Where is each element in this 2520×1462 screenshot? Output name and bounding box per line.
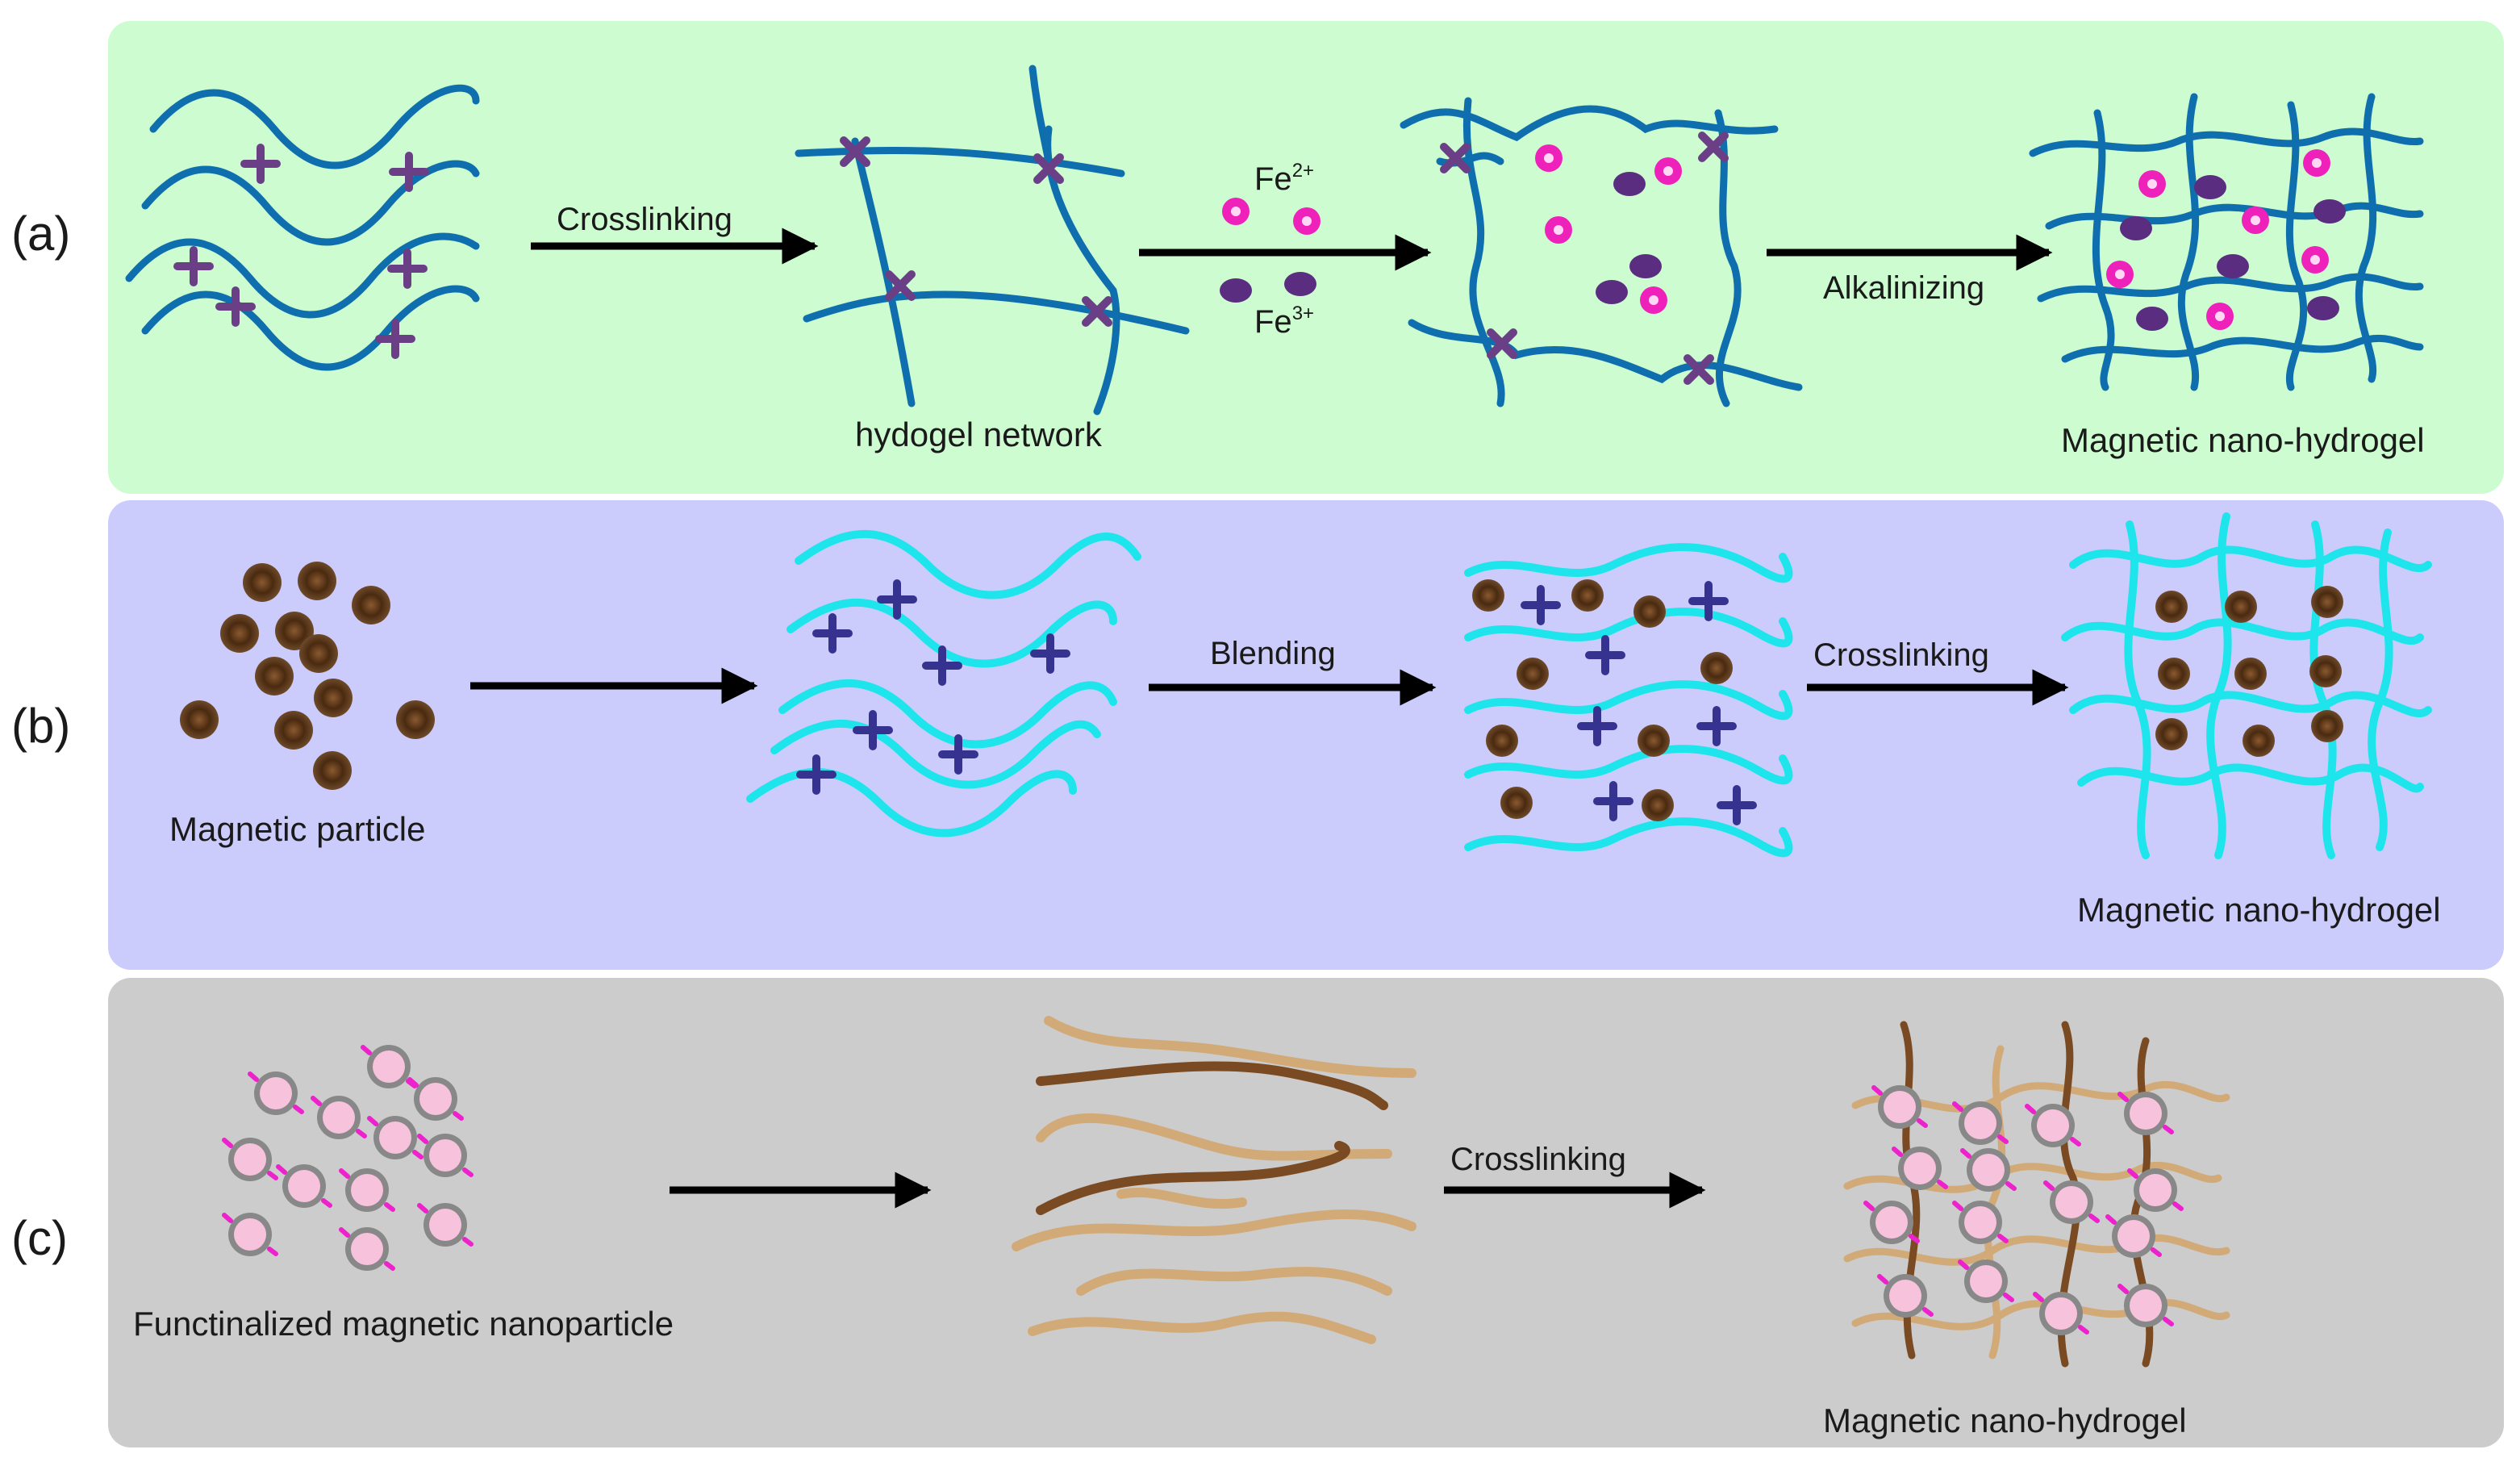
step-b3-label: Crosslinking: [1813, 637, 1989, 673]
particle-c-caption: Functinalized magnetic nanoparticle: [133, 1305, 674, 1343]
cross-icon: [1683, 354, 1714, 385]
plus-icon: [215, 286, 256, 327]
plus-icon: [796, 754, 837, 795]
panel-a-linear-chains: [125, 84, 480, 371]
particle-icon: [298, 562, 336, 600]
particle-icon: [220, 614, 259, 653]
panel-b-blended-chains: [1464, 543, 1793, 858]
plus-icon: [387, 249, 428, 289]
functionalized-particle: [345, 1227, 389, 1271]
cross-icon: [1698, 132, 1729, 162]
functionalized-particle: [228, 1213, 272, 1256]
plus-icon: [938, 734, 978, 775]
ion-fe3-label: Fe3+: [1254, 303, 1314, 340]
panel-a-letter: (a): [11, 207, 70, 261]
particle-icon: [299, 634, 338, 673]
step-a1-label: Crosslinking: [557, 202, 732, 237]
panel-b-magnetic-hydrogel: [2061, 512, 2432, 859]
particle-icon: [352, 586, 390, 624]
panel-a-magnetic-hydrogel-ions: [2106, 149, 2346, 331]
functionalized-particle: [414, 1077, 457, 1121]
particle-icon: [313, 751, 352, 790]
plus-icon: [1577, 706, 1617, 746]
particle-icon: [314, 679, 353, 717]
particle-icon: [274, 711, 313, 750]
particle-icon: [396, 700, 435, 739]
network-caption: hydogel network: [855, 416, 1103, 453]
particle-b-caption: Magnetic particle: [169, 810, 425, 848]
panel-a-free-ions: [1535, 144, 1682, 314]
particle-icon: [255, 657, 294, 695]
plus-icon: [389, 152, 429, 192]
panel-a-network-crosslinks: [1440, 132, 1729, 385]
functionalized-particle: [254, 1071, 298, 1115]
ion-fe2-label: Fe2+: [1254, 160, 1314, 197]
functionalized-particle: [317, 1096, 361, 1139]
panel-c-polymer-chains: [1012, 1016, 1416, 1344]
plus-icon: [922, 645, 962, 686]
panel-b-plus-icons-1: [796, 579, 1070, 795]
plus-icon: [173, 246, 214, 286]
cross-icon: [885, 270, 916, 301]
step-c2-label: Crosslinking: [1450, 1142, 1626, 1177]
panel-c-functional-groups: [222, 1045, 474, 1271]
cross-icon: [1033, 153, 1064, 184]
panel-b-magnetic-hydrogel-particles: [2155, 586, 2343, 757]
fe2-ions: [1222, 198, 1320, 235]
panel-b-letter: (b): [11, 699, 70, 753]
panel-b-magnetic-particles: [180, 562, 435, 790]
functionalized-particle: [423, 1134, 467, 1177]
panel-a-crosslinks: [840, 136, 1112, 327]
functionalized-particle: [228, 1138, 272, 1181]
functionalized-particle: [282, 1164, 326, 1208]
panel-c-functionalized-particles: [228, 1045, 467, 1271]
functionalized-particle: [423, 1203, 467, 1247]
fe3-ion: [1284, 272, 1316, 296]
plus-icon: [240, 144, 281, 184]
panel-c-hydrogel-functional-groups: [1863, 1085, 2184, 1335]
panel-b-blended-particles: [1472, 579, 1733, 821]
particle-icon: [180, 700, 219, 739]
panel-a-magnetic-hydrogel: [2029, 93, 2424, 391]
step-b2-label: Blending: [1210, 636, 1336, 671]
cross-icon: [840, 136, 870, 167]
plus-icon: [812, 613, 853, 654]
plus-icon: [1688, 581, 1729, 621]
panel-c-letter: (c): [11, 1211, 68, 1265]
plus-icon: [1717, 785, 1757, 825]
fe3-ion: [1220, 278, 1252, 303]
plus-icon: [1593, 781, 1633, 821]
plus-icon: [375, 319, 415, 359]
functionalized-particle: [345, 1168, 389, 1212]
plus-icon: [877, 579, 917, 620]
result-a-caption: Magnetic nano-hydrogel: [2061, 421, 2425, 459]
functionalized-particle: [367, 1045, 411, 1088]
result-c-caption: Magnetic nano-hydrogel: [1823, 1401, 2187, 1439]
cross-icon: [1440, 143, 1471, 173]
panel-a-background: [108, 21, 2504, 494]
step-a3-label: Alkalinizing: [1823, 270, 1984, 306]
fe3-ions: [1220, 272, 1316, 303]
panel-b-blended-plus-icons: [1521, 581, 1757, 825]
plus-icon: [1030, 633, 1070, 674]
cross-icon: [1082, 296, 1112, 327]
panel-c-magnetic-hydrogel-particles: [1870, 1085, 2177, 1335]
particle-icon: [243, 563, 282, 602]
panel-a-plus-icons: [173, 144, 429, 359]
plus-icon: [853, 710, 893, 750]
functionalized-particle: [373, 1116, 417, 1159]
plus-icon: [1696, 706, 1737, 746]
panel-b-background: [108, 500, 2504, 970]
plus-icon: [1521, 585, 1561, 625]
result-b-caption: Magnetic nano-hydrogel: [2077, 891, 2441, 929]
panel-a-network-with-ions: [1400, 97, 1803, 407]
plus-icon: [1585, 635, 1625, 675]
particle-icon: [275, 612, 314, 650]
cross-icon: [1487, 328, 1517, 359]
